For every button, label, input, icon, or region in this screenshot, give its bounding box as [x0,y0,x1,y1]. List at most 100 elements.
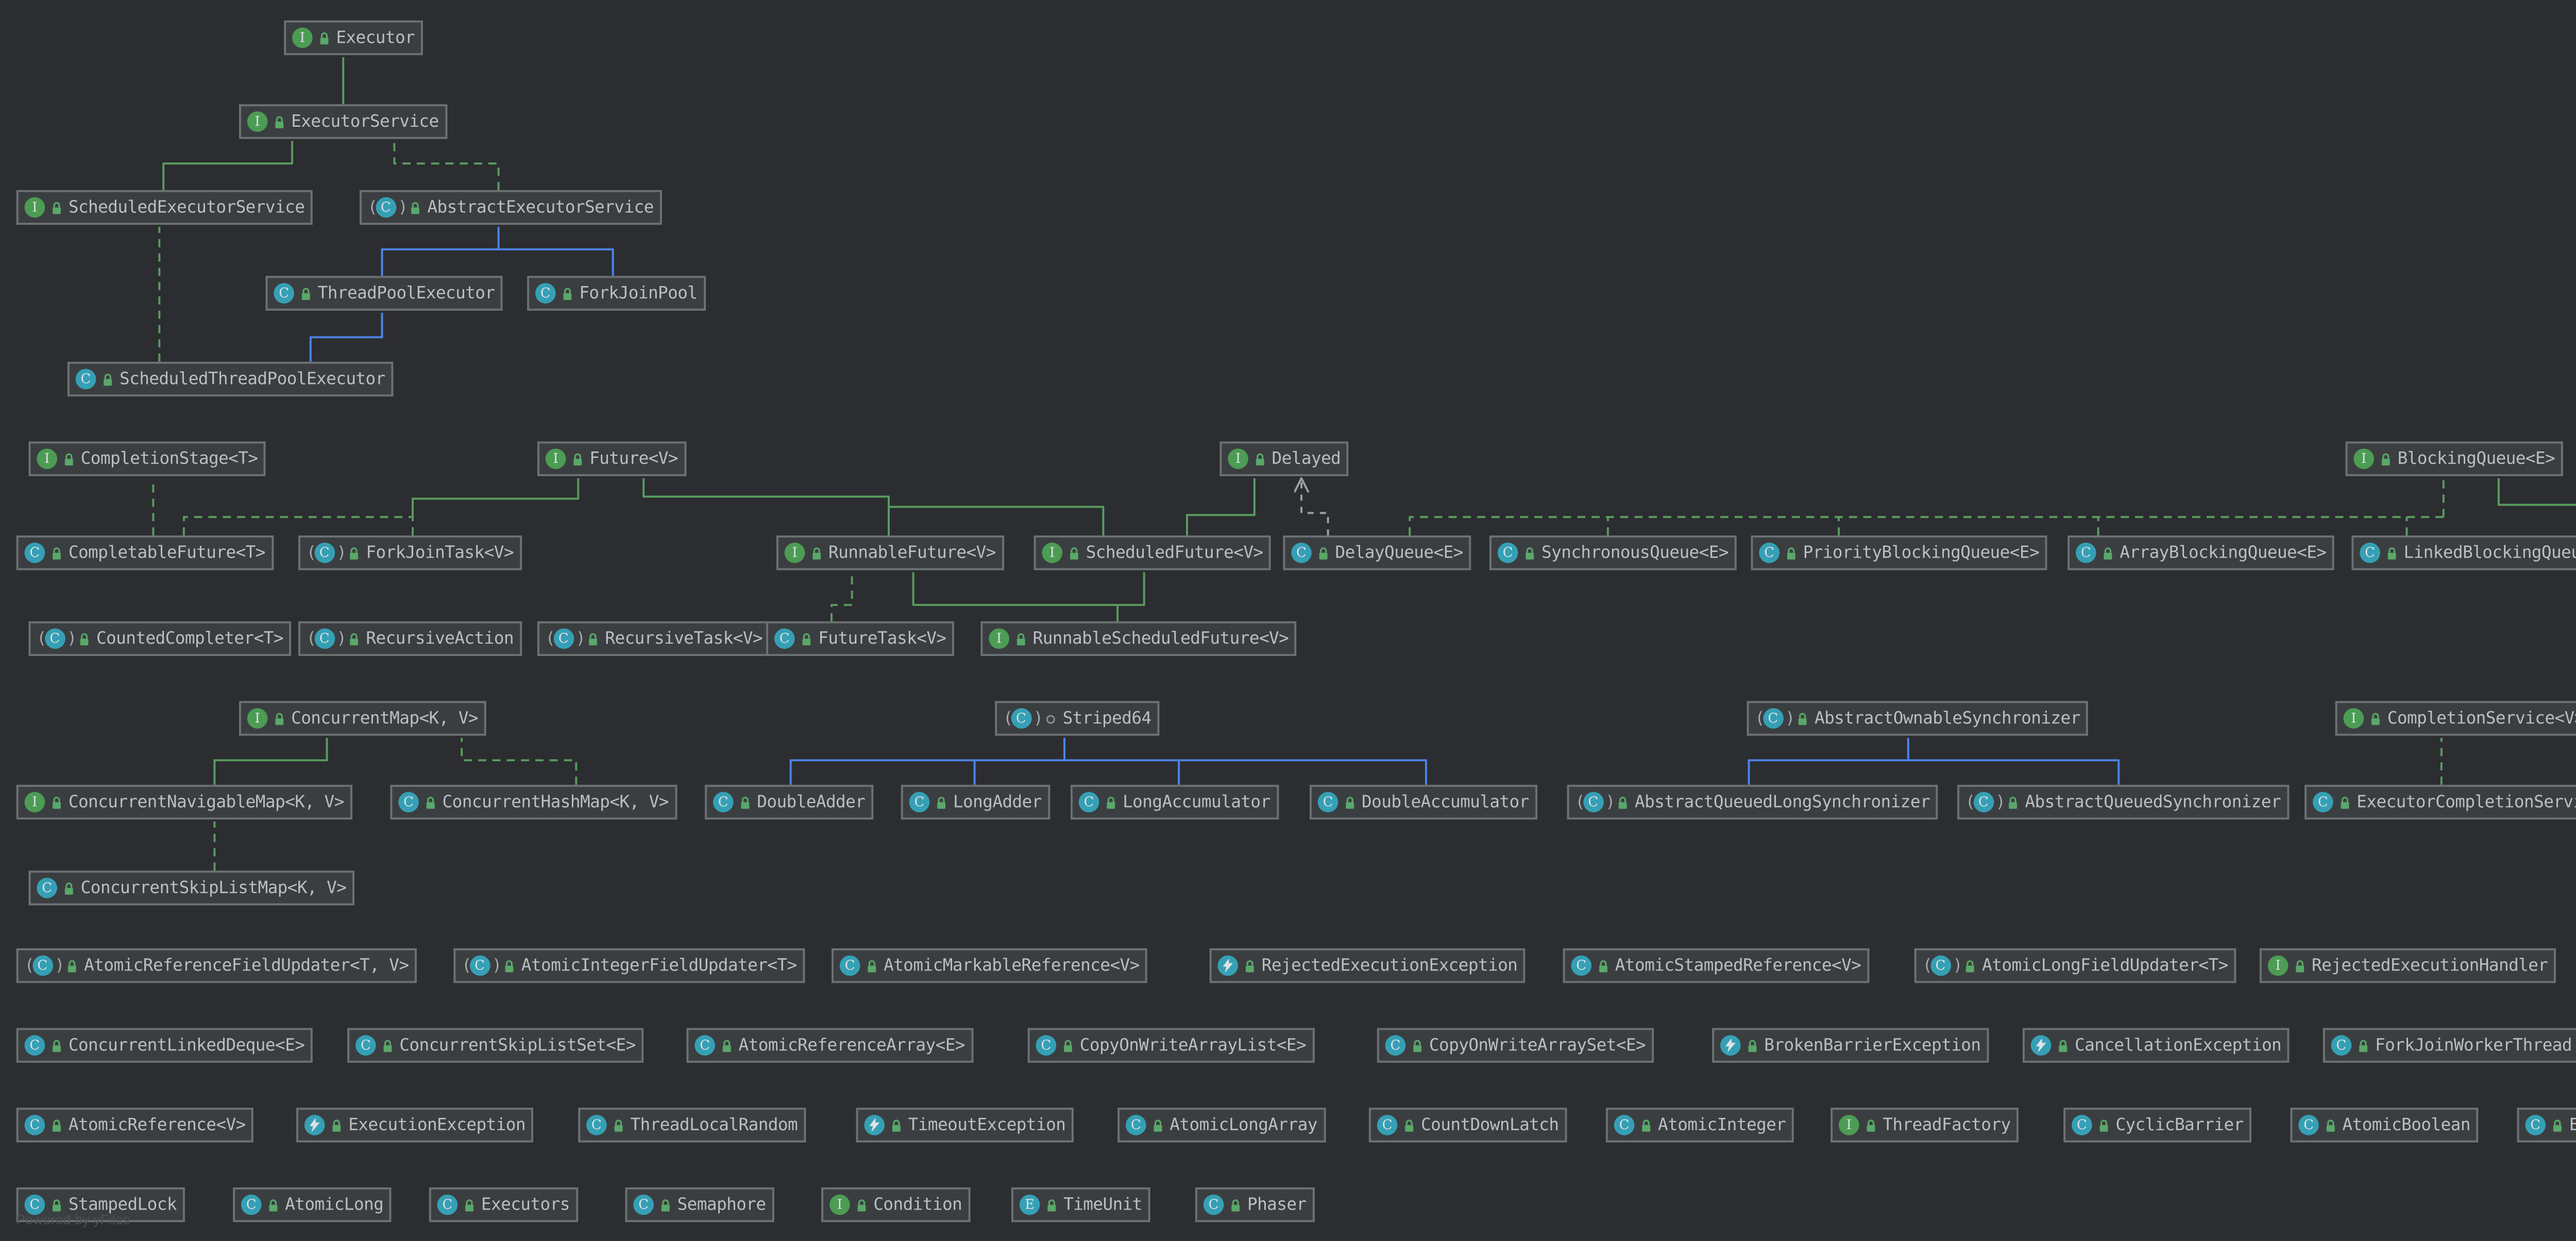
class-name-label: ConcurrentHashMap<K, V> [442,792,669,811]
public-visibility-icon [866,959,877,972]
public-visibility-icon [51,1198,62,1212]
class-node-abstractownablesynchronizer[interactable]: CAbstractOwnableSynchronizer [1747,701,2089,736]
class-icon: C [437,1194,462,1215]
edge-dependency [1301,478,1329,535]
class-name-label: CyclicBarrier [2115,1114,2244,1134]
class-name-label: ThreadLocalRandom [630,1114,798,1134]
class-node-striped64[interactable]: CStriped64 [995,701,1160,736]
class-node-forkjointask-v[interactable]: CForkJoinTask<V> [298,535,522,571]
public-visibility-icon [51,546,62,560]
class-name-label: AbstractExecutorService [427,197,654,216]
interface-icon: I [247,708,272,729]
public-visibility-icon [2386,546,2398,560]
class-name-label: Future<V> [589,448,679,468]
class-name-label: Executor [336,27,415,47]
class-icon: C [24,1194,49,1215]
edge-interface-extends [2497,478,2576,506]
class-icon: C [1759,542,1784,563]
class-icon: C [2313,792,2337,813]
class-node-recursiveaction[interactable]: CRecursiveAction [298,621,522,656]
edge-class-extends [1748,759,2120,785]
class-node-countedcompleter-t[interactable]: CCountedCompleter<T> [28,621,292,656]
class-icon: C [1571,955,1596,976]
class-node-executionexception[interactable]: ExecutionException [296,1108,534,1143]
class-node-exchanger-v[interactable]: CExchanger<V> [2517,1108,2576,1143]
class-node-rejectedexecutionexception[interactable]: RejectedExecutionException [1209,948,1526,983]
class-icon: C [2298,1115,2323,1135]
class-node-abstractqueuedsynchronizer[interactable]: CAbstractQueuedSynchronizer [1957,784,2289,820]
class-node-abstractexecutorservice[interactable]: CAbstractExecutorService [359,190,662,225]
class-node-executorcompletionservice-v[interactable]: CExecutorCompletionService<V> [2304,784,2576,820]
public-visibility-icon [1412,1038,1423,1052]
public-visibility-icon [1230,1198,1241,1212]
class-name-label: DelayQueue<E> [1335,542,1463,562]
class-node-atomicreferencefieldupdater-t-v[interactable]: CAtomicReferenceFieldUpdater<T, V> [16,948,417,983]
class-node-atomiclongfieldupdater-t[interactable]: CAtomicLongFieldUpdater<T> [1914,948,2236,983]
class-name-label: ExecutionException [348,1114,526,1134]
class-node-cancellationexception[interactable]: CancellationException [2022,1028,2290,1063]
class-node-linkedblockingqueue-e[interactable]: CLinkedBlockingQueue<E> [2351,535,2576,571]
class-node-timeoutexception[interactable]: TimeoutException [856,1108,1074,1143]
class-icon: C [1036,1035,1061,1056]
class-node-brokenbarrierexception[interactable]: BrokenBarrierException [1712,1028,1989,1063]
class-node-abstractqueuedlongsynchronizer[interactable]: CAbstractQueuedLongSynchronizer [1567,784,1938,820]
exception-icon [1217,955,1242,976]
class-node-atomicintegerfieldupdater-t[interactable]: CAtomicIntegerFieldUpdater<T> [453,948,805,983]
public-visibility-icon [572,452,583,465]
class-node-recursivetask-v[interactable]: CRecursiveTask<V> [537,621,771,656]
public-visibility-icon [1403,1118,1415,1132]
